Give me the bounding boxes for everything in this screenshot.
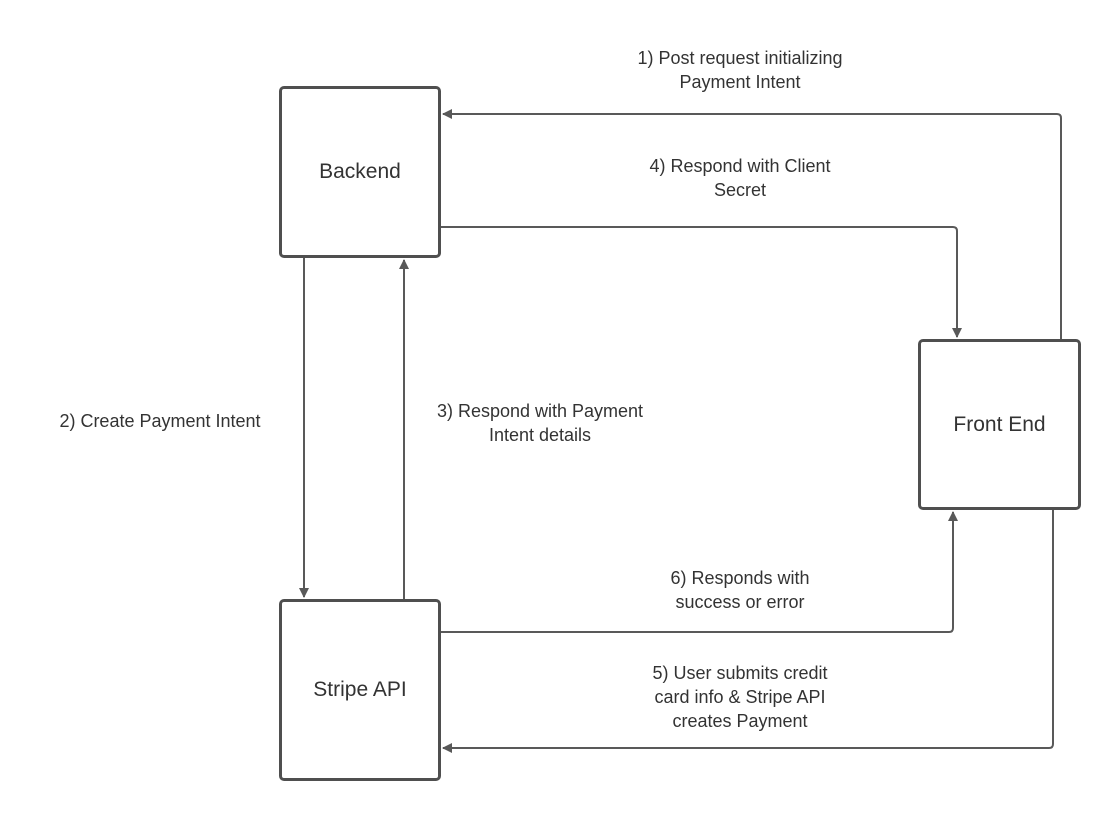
node-front-end[interactable]: Front End <box>918 339 1081 510</box>
node-backend-label: Backend <box>319 160 401 183</box>
edge-label-step3: 3) Respond with Payment Intent details <box>436 401 644 445</box>
edge-label-step4: 4) Respond with Client Secret <box>649 156 831 200</box>
connector-step5 <box>442 510 1054 753</box>
node-stripe-api-label: Stripe API <box>313 678 407 701</box>
connector-step1 <box>442 109 1062 339</box>
node-front-end-label: Front End <box>953 412 1046 436</box>
edge-label-step5: 5) User submits credit card info & Strip… <box>652 663 828 731</box>
connector-step6 <box>441 511 958 633</box>
edge-label-step1: 1) Post request initializing Payment Int… <box>637 48 843 92</box>
node-backend[interactable]: Backend <box>279 86 441 258</box>
edge-label-step2: 2) Create Payment Intent <box>59 411 261 431</box>
node-stripe-api[interactable]: Stripe API <box>279 599 441 781</box>
connector-step4 <box>441 226 962 338</box>
edge-label-step6: 6) Responds with success or error <box>670 568 810 612</box>
